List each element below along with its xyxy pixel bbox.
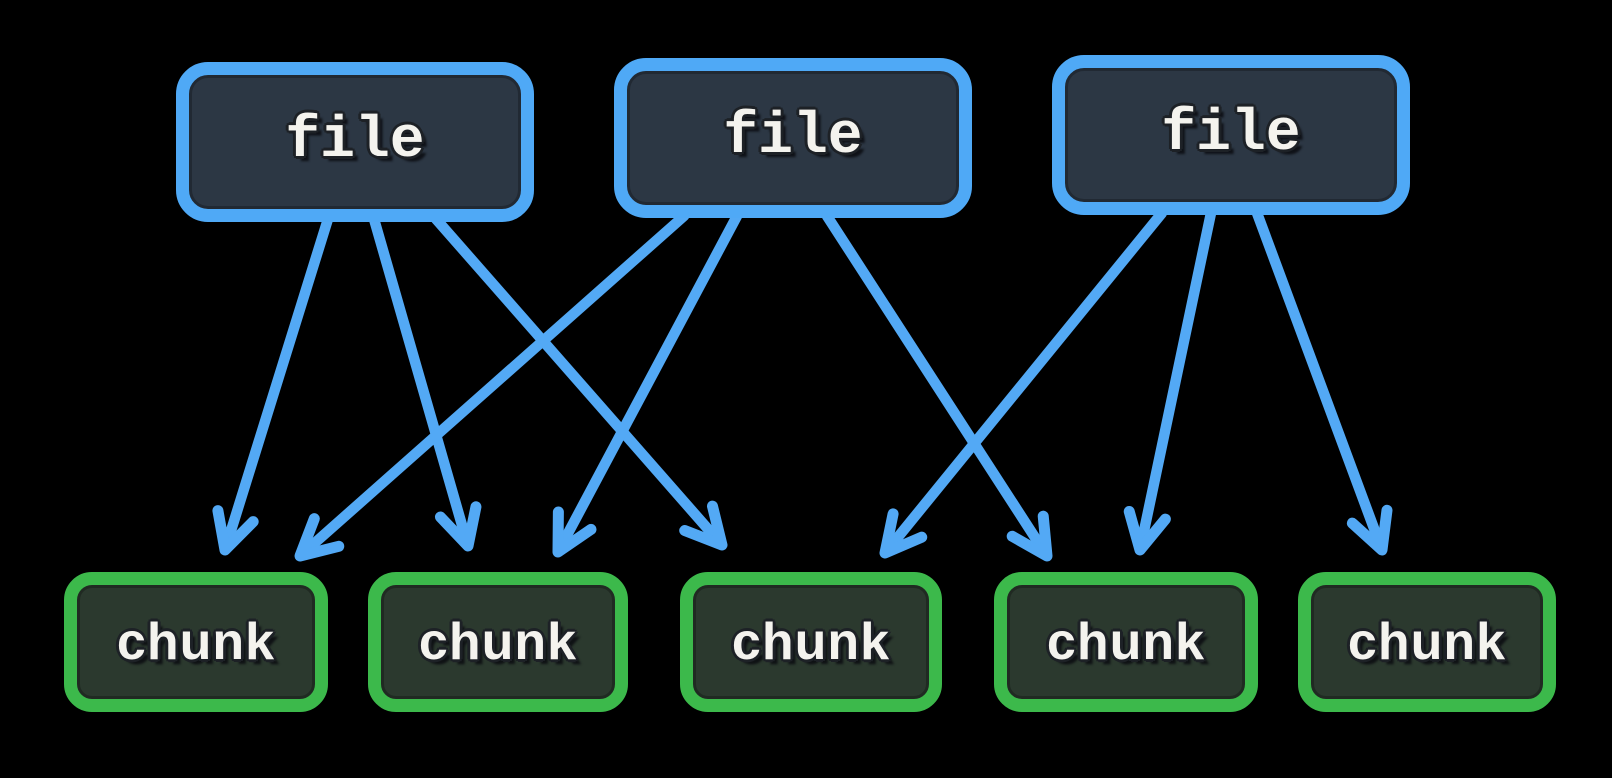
arrow-shaft [886,207,1168,551]
chunk-5-label: chunk [1347,613,1507,671]
chunk-node-1: chunk [64,572,328,712]
arrow-shaft [368,213,471,542]
arrowhead-icon [212,505,259,556]
arrowhead-icon [1346,504,1393,556]
arrow-file-1-to-chunk-1 [212,213,334,556]
arrow-shaft [1136,207,1217,546]
arrow-file-2-to-chunk-2 [552,210,743,558]
arrow-file-3-to-chunk-4 [1123,207,1217,556]
arrow-shaft [1251,207,1384,546]
arrow-file-1-to-chunk-2 [368,213,482,552]
chunk-3-label: chunk [731,613,891,671]
chunk-node-3: chunk [680,572,942,712]
file-node-2: file [614,58,972,218]
chunk-node-2: chunk [368,572,628,712]
arrowhead-icon [1123,505,1171,556]
arrow-file-3-to-chunk-3 [879,207,1168,559]
arrow-shaft [557,210,743,549]
arrow-file-2-to-chunk-4 [821,210,1053,562]
file-node-1: file [176,62,534,222]
arrow-file-3-to-chunk-5 [1251,207,1393,556]
chunk-node-5: chunk [1298,572,1556,712]
file-node-3: file [1052,55,1410,215]
arrowhead-icon [1006,510,1053,562]
arrowhead-icon [552,506,597,558]
chunk-1-label: chunk [116,613,276,671]
arrow-shaft [222,213,334,546]
arrow-shaft [821,210,1047,553]
chunk-node-4: chunk [994,572,1258,712]
arrow-shaft [302,210,690,555]
arrowhead-icon [879,508,928,559]
file-2-label: file [723,105,863,170]
file-1-label: file [285,109,425,174]
arrow-file-2-to-chunk-1 [294,210,690,562]
arrowhead-icon [679,500,728,551]
arrowhead-icon [294,513,345,562]
arrowhead-icon [434,501,482,552]
chunk-2-label: chunk [418,613,578,671]
file-3-label: file [1161,102,1301,167]
arrow-shaft [430,213,721,543]
arrow-file-1-to-chunk-3 [430,213,728,551]
chunk-4-label: chunk [1046,613,1206,671]
